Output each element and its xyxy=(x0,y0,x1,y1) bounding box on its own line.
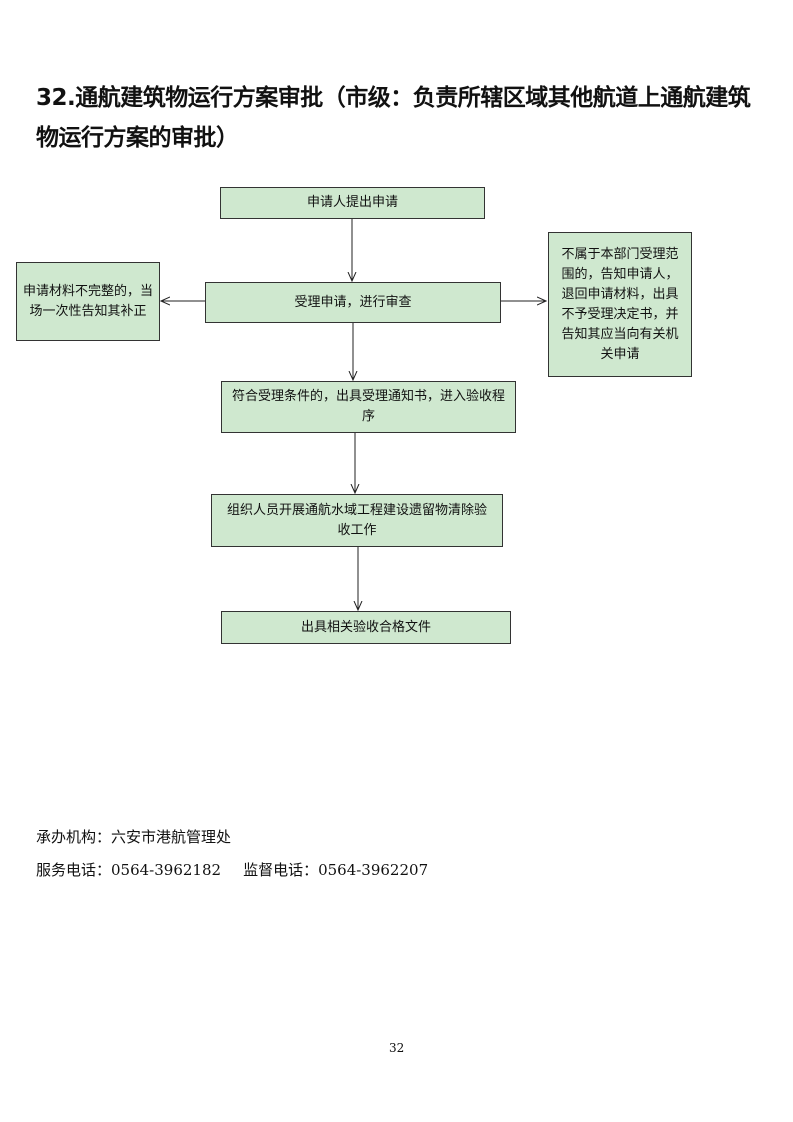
page-title: 32.通航建筑物运行方案审批（市级：负责所辖区域其他航道上通航建筑物运行方案的审… xyxy=(36,85,751,151)
flow-step-accept: 符合受理条件的，出具受理通知书，进入验收程序 xyxy=(221,381,516,433)
page-number: 32 xyxy=(389,1041,405,1055)
flow-step-review: 受理申请，进行审查 xyxy=(205,282,501,323)
flow-branch-incomplete: 申请材料不完整的，当场一次性告知其补正 xyxy=(16,262,160,341)
handling-org: 承办机构：六安市港航管理处 xyxy=(36,828,232,846)
phone-line: 服务电话：0564-3962182 监督电话：0564-3962207 xyxy=(36,859,428,880)
flow-step-inspection: 组织人员开展通航水域工程建设遗留物清除验收工作 xyxy=(211,494,503,547)
flow-step-apply: 申请人提出申请 xyxy=(220,187,485,219)
service-phone: 服务电话：0564-3962182 xyxy=(36,861,222,879)
supervise-phone: 监督电话：0564-3962207 xyxy=(243,861,429,879)
flow-branch-reject: 不属于本部门受理范围的，告知申请人，退回申请材料，出具不予受理决定书，并告知其应… xyxy=(548,232,692,377)
flow-step-certificate: 出具相关验收合格文件 xyxy=(221,611,511,644)
